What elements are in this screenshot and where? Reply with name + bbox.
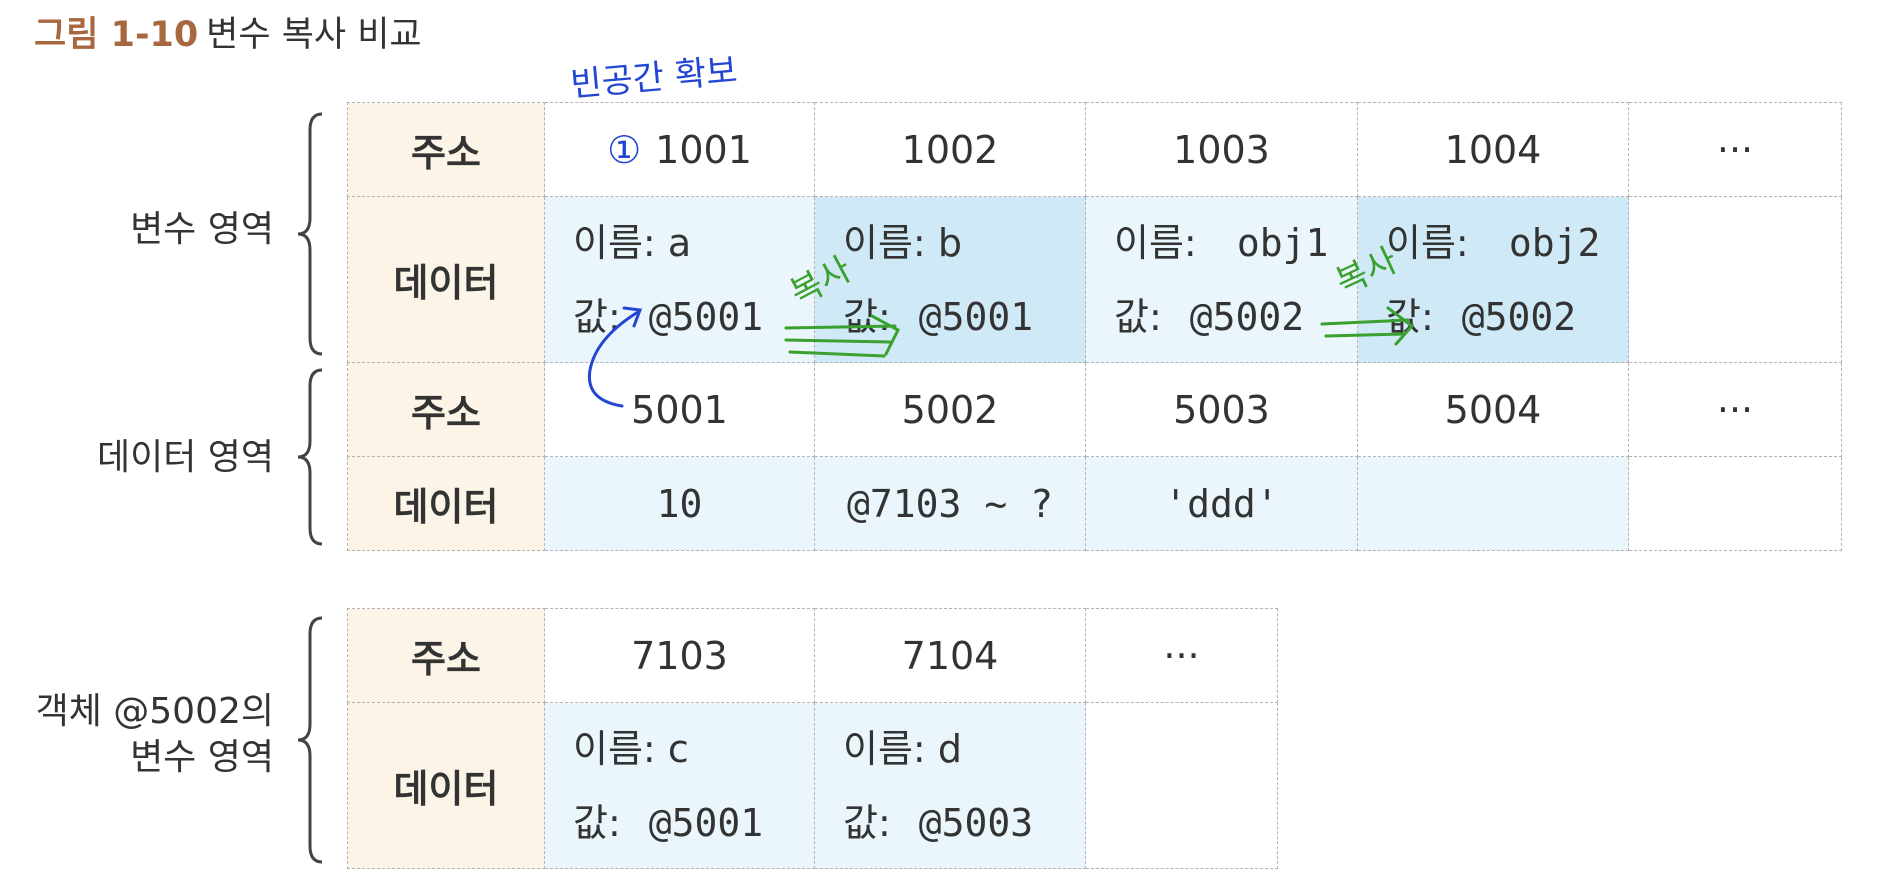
object-area-label-line1: 객체 @5002의 [35,691,274,732]
address-header: 주소 [347,608,545,703]
variable-name: obj1 [1236,220,1329,265]
ellipsis-cell: ··· [1628,102,1842,197]
address-cell: 5004 [1357,362,1629,457]
variable-value: @5002 [1189,294,1305,339]
variable-name-line: 이름: a [573,220,692,265]
data-cell: @7103 ~ ? [814,456,1086,551]
data-address-row: 주소 5001 5002 5003 5004 ··· [347,362,1842,457]
variable-value-line: 값:@5002 [1114,294,1305,339]
figure-number: 그림 1-10 [34,15,199,55]
blue-curved-arrow [587,310,640,408]
variable-area-brace [297,112,323,356]
data-cell: 10 [544,456,815,551]
variable-cell: 이름: c 값:@5001 [544,702,815,869]
empty-cell [1628,456,1842,551]
address-cell: 5002 [814,362,1086,457]
variable-value: @5001 [648,800,764,845]
variable-value: @5003 [918,800,1034,845]
variable-value-line: 값:@5001 [843,294,1034,339]
variable-name-line: 이름: c [573,726,689,771]
variable-value-line: 값:@5002 [1386,294,1577,339]
blue-arrow-head [622,306,643,328]
address-cell: ① 1001 [544,102,815,197]
empty-cell [1628,196,1842,363]
variable-name: d [937,726,962,771]
figure-caption: 변수 복사 비교 [206,15,422,55]
address-header: 주소 [347,362,545,457]
memory-table-object: 주소 7103 7104 ··· 데이터 이름: c 값:@5001 이름: d… [347,608,1278,869]
data-area-label: 데이터 영역 [96,437,274,478]
variable-name-line: 이름: obj1 [1114,220,1329,265]
circled-one-mark: ① [607,127,642,172]
ellipsis-cell: ··· [1628,362,1842,457]
address-header: 주소 [347,102,545,197]
variable-name: obj2 [1508,220,1601,265]
memory-table-main: 주소 ① 1001 1002 1003 1004 ··· 데이터 이름: a 값:… [347,102,1842,551]
variable-address-row: 주소 ① 1001 1002 1003 1004 ··· [347,102,1842,197]
variable-name: a [667,220,692,265]
variable-area-label: 변수 영역 [130,209,274,250]
variable-data-row: 데이터 이름: a 값:@5001 이름: b 값:@5001 이름: obj1… [347,196,1842,363]
variable-value: @5001 [918,294,1034,339]
address-cell: 1003 [1085,102,1358,197]
variable-name: b [937,220,962,265]
variable-value: @5001 [648,294,764,339]
variable-cell: 이름: a 값:@5001 [544,196,815,363]
address-cell: 1002 [814,102,1086,197]
variable-name-line: 이름: d [843,726,962,771]
green-copy-arrow [1320,306,1415,346]
data-header: 데이터 [347,702,545,869]
object-area-brace [297,616,323,864]
address-cell: 1004 [1357,102,1629,197]
variable-value: @5002 [1461,294,1577,339]
data-area-brace [297,368,323,546]
data-header: 데이터 [347,456,545,551]
data-cell: 'ddd' [1085,456,1358,551]
variable-value-line: 값:@5003 [843,800,1034,845]
object-area-label-line2: 변수 영역 [130,737,274,778]
variable-name-line: 이름: b [843,220,962,265]
variable-value-line: 값:@5001 [573,800,764,845]
variable-name-line: 이름: obj2 [1386,220,1601,265]
address-value: 1001 [655,127,752,172]
green-copy-arrow [784,314,900,358]
variable-cell: 이름: d 값:@5003 [814,702,1086,869]
variable-name: c [667,726,689,771]
data-cell [1357,456,1629,551]
data-value-row: 데이터 10 @7103 ~ ? 'ddd' [347,456,1842,551]
empty-cell [1085,702,1278,869]
object-data-row: 데이터 이름: c 값:@5001 이름: d 값:@5003 [347,702,1278,869]
variable-cell: 이름: obj1 값:@5002 [1085,196,1358,363]
